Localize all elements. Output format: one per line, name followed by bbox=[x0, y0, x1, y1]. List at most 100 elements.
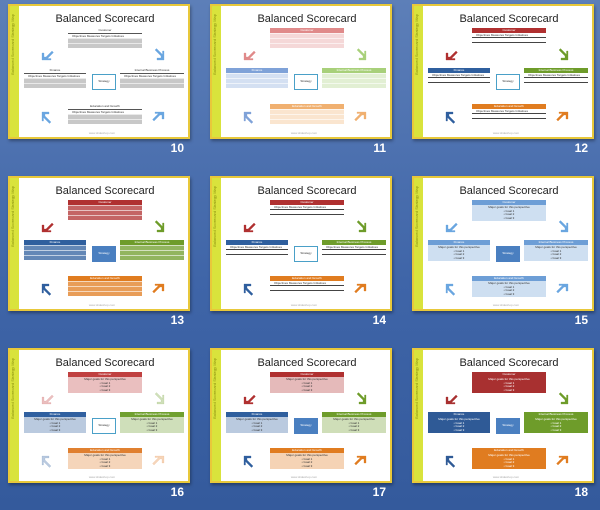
bend-arrow-icon bbox=[556, 282, 570, 296]
slide-number: 17 bbox=[372, 485, 386, 499]
goal-bullet: • Goal 1 bbox=[301, 380, 313, 385]
bend-arrow-icon bbox=[242, 48, 256, 62]
side-bar-text: Balanced Scorecard Strategy Map bbox=[212, 186, 217, 247]
bend-arrow-icon bbox=[556, 220, 570, 234]
goal-text: Major goals for this perspective bbox=[488, 453, 530, 457]
box-header: Internal Business Process bbox=[322, 68, 386, 73]
goal-bullet: • Goal 1 bbox=[453, 420, 465, 425]
row bbox=[68, 281, 142, 286]
row bbox=[322, 249, 386, 254]
goal-bullet: • Goal 3 bbox=[348, 427, 360, 432]
bend-arrow-icon bbox=[354, 282, 368, 296]
bend-arrow-icon bbox=[40, 392, 54, 406]
slide-footer: www.slideshop.com bbox=[492, 475, 520, 479]
goal-bullet: • Goal 1 bbox=[503, 284, 515, 289]
bend-arrow-icon bbox=[354, 220, 368, 234]
row bbox=[68, 119, 142, 124]
bend-arrow-icon bbox=[556, 392, 570, 406]
bend-arrow-icon bbox=[40, 220, 54, 234]
side-bar: Balanced Scorecard Strategy Map bbox=[414, 178, 423, 309]
bend-arrow-icon bbox=[40, 454, 54, 468]
row bbox=[524, 82, 588, 87]
box-header: Finance bbox=[226, 412, 288, 417]
goal-bullet: • Goal 1 bbox=[503, 456, 515, 461]
bend-arrow-icon bbox=[444, 48, 458, 62]
strategy-box: Strategy bbox=[496, 418, 520, 434]
side-bar-text: Balanced Scorecard Strategy Map bbox=[212, 14, 217, 75]
box-body: Major goals for this perspective• Goal 1… bbox=[226, 417, 288, 433]
row bbox=[472, 37, 546, 42]
row bbox=[120, 245, 184, 250]
column-headers: Objectives Measures Targets Initiatives bbox=[476, 109, 528, 113]
row bbox=[68, 291, 142, 296]
slide-footer: www.slideshop.com bbox=[290, 475, 318, 479]
slide-number: 10 bbox=[170, 141, 184, 155]
goal-text: Major goals for this perspective bbox=[131, 417, 173, 421]
bend-arrow-icon bbox=[242, 220, 256, 234]
goal-bullet: • Goal 3 bbox=[99, 463, 111, 468]
goal-text: Major goals for this perspective bbox=[488, 281, 530, 285]
goal-bullet: • Goal 1 bbox=[348, 420, 360, 425]
goal-text: Major goals for this perspective bbox=[84, 453, 126, 457]
goal-bullet: • Goal 1 bbox=[550, 248, 562, 253]
education-growth-box: Education and Growth bbox=[270, 104, 344, 124]
bend-arrow-icon bbox=[444, 392, 458, 406]
strategy-box: Strategy bbox=[294, 246, 318, 262]
goal-text: Major goals for this perspective bbox=[488, 205, 530, 209]
goal-bullet: • Goal 2 bbox=[503, 288, 515, 292]
row bbox=[68, 286, 142, 291]
box-header: Customer bbox=[68, 372, 142, 377]
slide-title: Balanced Scorecard bbox=[459, 13, 559, 25]
row bbox=[270, 119, 344, 124]
box-header: Internal Business Process bbox=[322, 240, 386, 245]
education-growth-box: Education and Growth bbox=[68, 276, 142, 296]
row bbox=[270, 209, 344, 214]
slide-number: 14 bbox=[372, 313, 386, 327]
box-header: Education and Growth bbox=[68, 448, 142, 453]
bend-arrow-icon bbox=[354, 110, 368, 124]
box-header: Education and Growth bbox=[472, 448, 546, 453]
customer-box: Customer bbox=[270, 28, 344, 48]
goal-bullet: • Goal 3 bbox=[550, 255, 562, 260]
row bbox=[322, 254, 386, 259]
goal-text: Major goals for this perspective bbox=[84, 377, 126, 381]
goal-bullet: • Goal 2 bbox=[301, 460, 313, 464]
slide-title: Balanced Scorecard bbox=[55, 185, 155, 197]
slide-title: Balanced Scorecard bbox=[257, 357, 357, 369]
goal-bullet: • Goal 1 bbox=[99, 380, 111, 385]
box-body: Major goals for this perspective• Goal 1… bbox=[120, 417, 184, 433]
goal-bullet: • Goal 2 bbox=[453, 252, 465, 256]
column-headers: Objectives Measures Targets Initiatives bbox=[274, 205, 326, 209]
column-headers: Objectives Measures Targets Initiatives bbox=[124, 74, 176, 78]
column-headers: Objectives Measures Targets Initiatives bbox=[230, 245, 282, 249]
box-header: Education and Growth bbox=[472, 276, 546, 281]
